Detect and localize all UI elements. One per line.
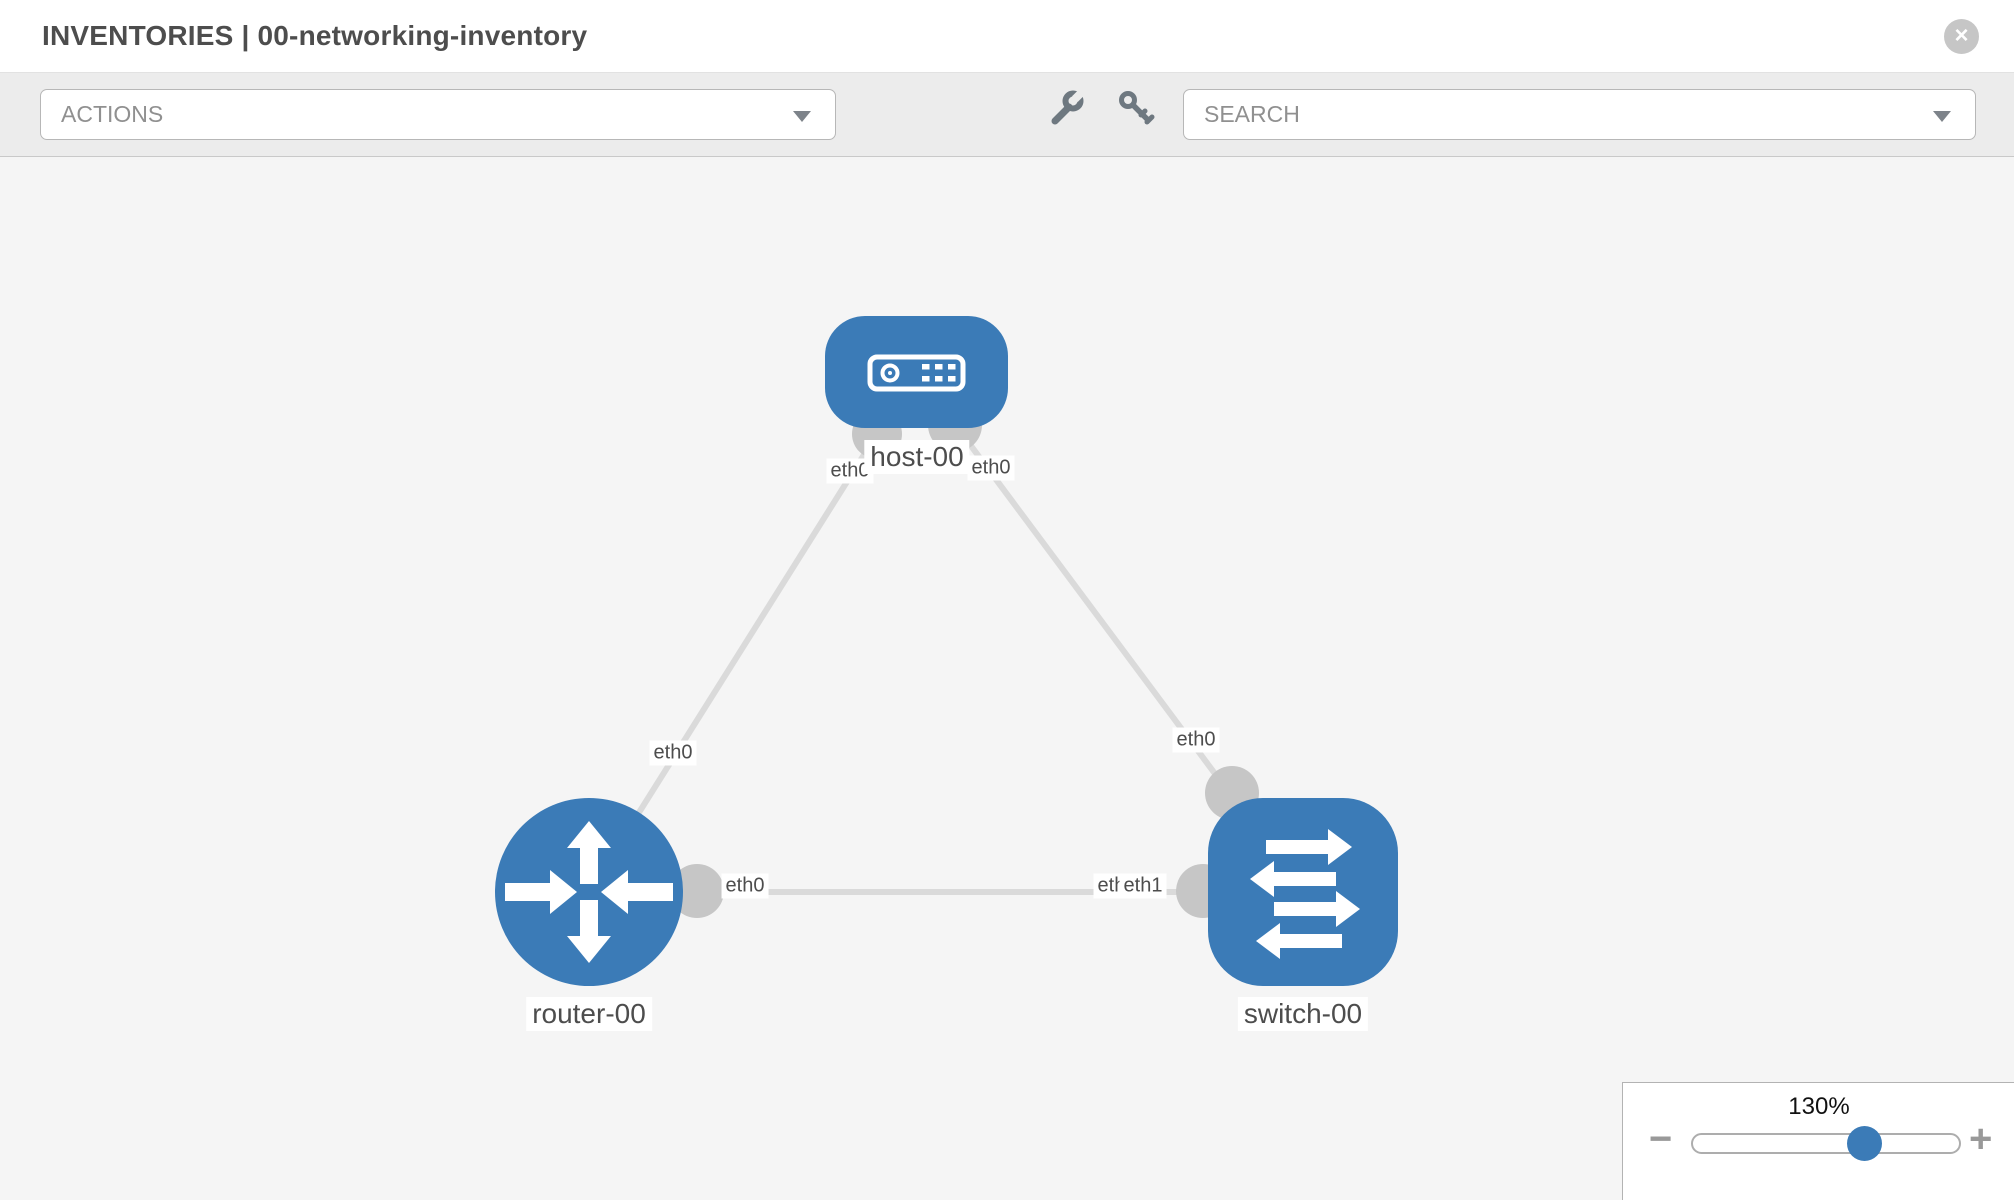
header: INVENTORIES | 00-networking-inventory ×	[0, 0, 2014, 73]
actions-dropdown-label: ACTIONS	[61, 101, 164, 127]
chevron-down-icon	[793, 111, 811, 122]
page-title-section: INVENTORIES	[42, 20, 234, 51]
actions-dropdown[interactable]: ACTIONS	[40, 89, 836, 140]
zoom-out-button[interactable]: −	[1649, 1117, 1673, 1161]
interface-label: eth0	[649, 740, 697, 766]
topology-canvas: eth0 host-00 eth0 eth0 eth0 eth0 eth1 et…	[0, 157, 2014, 1200]
node-host-00[interactable]	[825, 316, 1008, 428]
server-icon	[867, 354, 966, 392]
search-dropdown-label: SEARCH	[1204, 101, 1300, 127]
toolbar: ACTIONS SEARCH	[0, 73, 2014, 157]
search-dropdown[interactable]: SEARCH	[1183, 89, 1976, 140]
interface-bubble-router-eth0[interactable]	[670, 864, 724, 918]
zoom-slider-knob[interactable]	[1847, 1126, 1882, 1161]
page-title-inventory-name: 00-networking-inventory	[257, 20, 588, 51]
wrench-icon[interactable]	[1046, 88, 1086, 128]
node-label-host: host-00	[864, 440, 970, 474]
node-label-switch: switch-00	[1237, 997, 1369, 1031]
page-title: INVENTORIES | 00-networking-inventory	[42, 0, 587, 72]
switch-icon	[1250, 829, 1360, 959]
node-label-router: router-00	[526, 997, 652, 1031]
interface-label: eth0	[1172, 727, 1220, 753]
zoom-control-panel: 130% − +	[1622, 1082, 2014, 1200]
interface-label: eth0	[721, 873, 769, 899]
interface-label: eth1	[1119, 873, 1167, 899]
zoom-level-value: 130%	[1788, 1093, 1850, 1120]
interface-label: eth0	[967, 455, 1015, 481]
chevron-down-icon	[1933, 111, 1951, 122]
router-icon	[505, 821, 673, 963]
node-switch-00[interactable]	[1208, 798, 1398, 986]
zoom-slider-track[interactable]	[1691, 1133, 1961, 1154]
page-title-separator: |	[233, 20, 258, 51]
node-router-00[interactable]	[495, 798, 683, 986]
close-icon[interactable]: ×	[1944, 19, 1979, 54]
key-icon[interactable]	[1116, 88, 1156, 128]
zoom-in-button[interactable]: +	[1969, 1117, 1993, 1161]
